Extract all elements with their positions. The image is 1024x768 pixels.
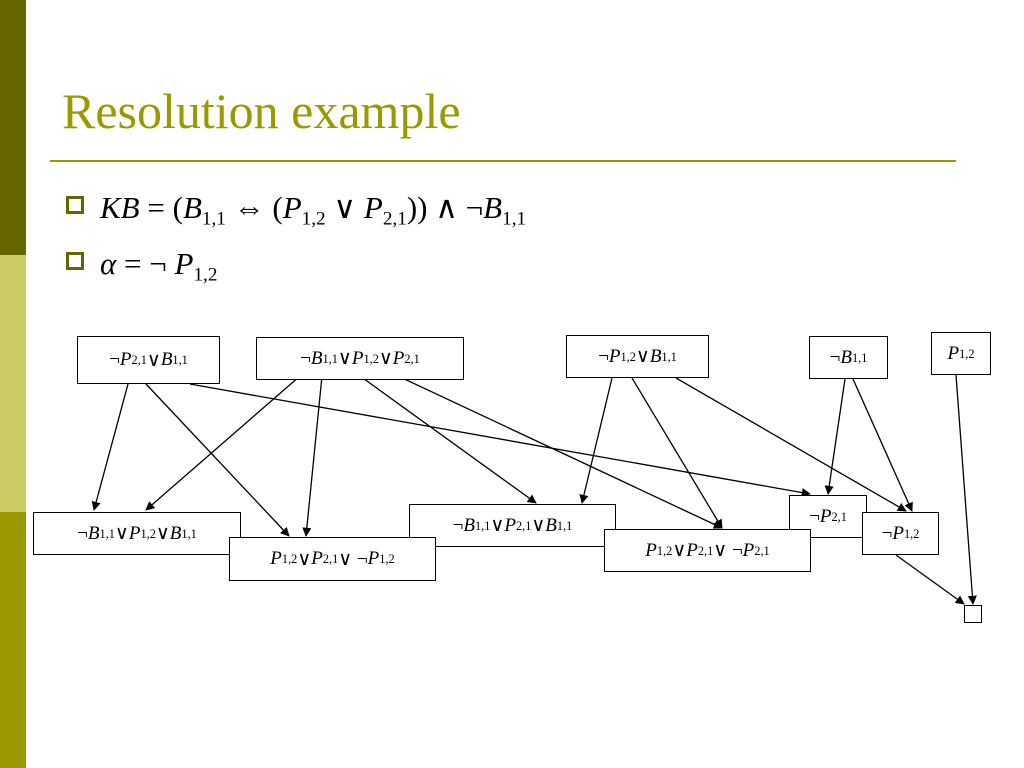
edge-c2-to-r1 — [145, 375, 301, 511]
square-bullet-icon — [66, 252, 84, 270]
title-divider — [50, 160, 956, 162]
slide-title: Resolution example — [62, 83, 461, 139]
edge-c3-to-r4 — [631, 377, 723, 529]
alpha-formula: α = ¬ P1,2 — [100, 246, 218, 286]
edge-c1-to-r5 — [189, 383, 811, 498]
edge-c4-to-r6 — [852, 378, 913, 512]
sidebar-band-bottom — [0, 512, 26, 768]
sidebar-band-top — [0, 0, 26, 255]
edge-c3-to-r3 — [579, 377, 613, 504]
square-bullet-icon — [66, 196, 84, 214]
edge-r6-to-empty — [895, 554, 965, 605]
edge-c1-to-r1 — [91, 383, 129, 511]
edge-c2-to-r4 — [397, 375, 723, 529]
edge-c4-to-r5 — [824, 378, 846, 495]
edge-c1-to-r2 — [145, 383, 290, 537]
edge-c2-to-r3 — [359, 375, 537, 504]
sidebar-band-middle — [0, 255, 26, 512]
empty-clause-box — [964, 605, 982, 623]
bullet-kb: KB = (B1,1 ⇔ (P1,2 ∨ P2,1)) ∧ ¬B1,1 — [66, 190, 527, 230]
bullet-alpha: α = ¬ P1,2 — [66, 246, 218, 286]
edge-c5-to-empty — [955, 374, 977, 605]
edge-c2-to-r2 — [302, 375, 323, 537]
edge-c3-to-r6 — [675, 377, 907, 512]
kb-formula: KB = (B1,1 ⇔ (P1,2 ∨ P2,1)) ∧ ¬B1,1 — [100, 190, 527, 230]
